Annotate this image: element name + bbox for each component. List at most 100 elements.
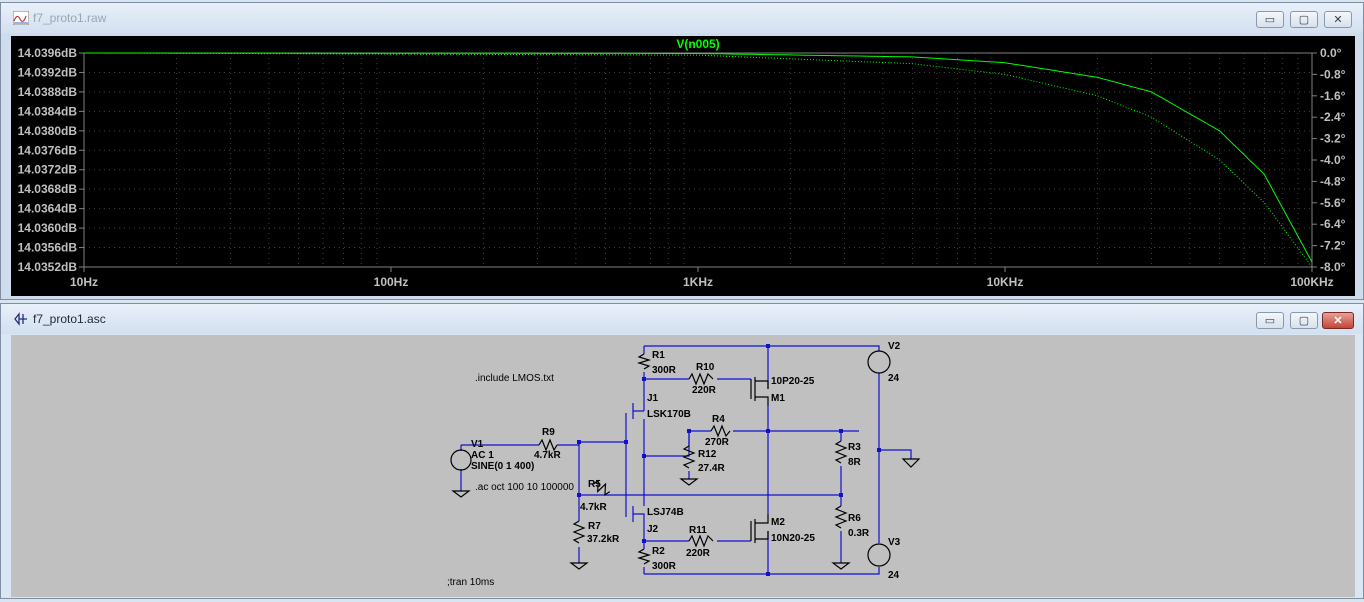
plot-area[interactable]: 14.0396dB 14.0392dB 14.0388dB 14.0384dB 14.0… bbox=[11, 36, 1355, 296]
directive-tran: ;tran 10ms bbox=[447, 577, 494, 588]
right-tick-label: -0.8° bbox=[1320, 67, 1346, 81]
bode-chart[interactable]: 14.0396dB 14.0392dB 14.0388dB 14.0384dB 14.0… bbox=[11, 36, 1355, 296]
r5-label: R5 bbox=[588, 479, 601, 490]
ground-main bbox=[901, 458, 921, 468]
v3-label: V3 bbox=[888, 537, 901, 548]
r1-symbol bbox=[636, 353, 652, 370]
ground-v1 bbox=[451, 490, 471, 498]
m1-model: 10P20-25 bbox=[771, 376, 815, 387]
j1-label: J1 bbox=[647, 393, 659, 404]
r12-label: R12 bbox=[698, 449, 717, 460]
r4-value: 270R bbox=[705, 437, 730, 448]
waveform-icon bbox=[13, 11, 29, 25]
r3-label: R3 bbox=[848, 442, 861, 453]
right-axis: 0.0°-0.8°-1.6°-2.4°-3.2°-4.0°-4.8°-5.6°-… bbox=[1312, 46, 1346, 274]
schematic-maximize-button[interactable]: ▢ bbox=[1290, 312, 1318, 329]
r10-symbol bbox=[688, 372, 714, 386]
left-tick-label: 14.0384dB bbox=[18, 104, 78, 118]
left-tick-label: 14.0376dB bbox=[18, 143, 78, 157]
right-tick-label: -7.2° bbox=[1320, 239, 1346, 253]
left-tick-label: 14.0368dB bbox=[18, 182, 78, 196]
plot-maximize-button[interactable]: ▢ bbox=[1290, 11, 1318, 28]
wire-v1 bbox=[460, 441, 626, 491]
left-tick-label: 14.0356dB bbox=[18, 241, 78, 255]
r6-label: R6 bbox=[848, 513, 861, 524]
r2-symbol bbox=[636, 548, 652, 565]
schematic-minimize-button[interactable]: ▭ bbox=[1256, 312, 1284, 329]
left-axis: 14.0396dB 14.0392dB 14.0388dB 14.0384dB 14.0… bbox=[18, 46, 84, 274]
left-tick-label: 14.0396dB bbox=[18, 46, 78, 60]
left-tick-label: 14.0392dB bbox=[18, 65, 78, 79]
r9-label: R9 bbox=[542, 427, 555, 438]
right-tick-label: -1.6° bbox=[1320, 89, 1346, 103]
left-tick-label: 14.0360dB bbox=[18, 221, 78, 235]
wire-rail bbox=[644, 345, 880, 575]
directive-include: .include LMOS.txt bbox=[475, 373, 554, 384]
left-tick-label: 14.0372dB bbox=[18, 163, 78, 177]
r9-symbol bbox=[538, 438, 558, 452]
r10-label: R10 bbox=[696, 362, 715, 373]
r12-symbol bbox=[682, 445, 696, 469]
v3-symbol bbox=[867, 543, 891, 567]
v2-symbol bbox=[867, 350, 891, 374]
x-tick-label: 10Hz bbox=[70, 275, 98, 289]
schematic-close-button[interactable]: ✕ bbox=[1322, 312, 1354, 329]
v1-ac-label: AC 1 bbox=[471, 450, 494, 461]
x-tick-label: 100KHz bbox=[1290, 275, 1333, 289]
right-tick-label: -5.6° bbox=[1320, 196, 1346, 210]
r7-value: 37.2kR bbox=[587, 534, 620, 545]
v1-label: V1 bbox=[471, 439, 484, 450]
r5-value: 4.7kR bbox=[580, 502, 607, 513]
plot-minimize-button[interactable]: ▭ bbox=[1256, 11, 1284, 28]
maximize-icon: ▢ bbox=[1298, 315, 1310, 327]
r3-value: 8R bbox=[848, 457, 862, 468]
components bbox=[450, 350, 921, 570]
wire-j2 bbox=[632, 506, 751, 574]
schematic-icon bbox=[14, 312, 27, 326]
m1-label: M1 bbox=[771, 393, 785, 404]
ground-r7 bbox=[569, 562, 589, 570]
r9-value: 4.7kR bbox=[534, 450, 561, 461]
r11-value: 220R bbox=[686, 548, 711, 559]
r2-value: 300R bbox=[652, 561, 677, 572]
m2-label: M2 bbox=[771, 517, 785, 528]
v1-sine-label: SINE(0 1 400) bbox=[471, 461, 534, 472]
r4-label: R4 bbox=[712, 414, 725, 425]
schematic-labels: .include LMOS.txt .ac oct 100 10 100000 … bbox=[447, 341, 901, 588]
x-tick-label: 10KHz bbox=[987, 275, 1024, 289]
right-tick-label: -8.0° bbox=[1320, 260, 1346, 274]
schematic-canvas[interactable]: .include LMOS.txt .ac oct 100 10 100000 … bbox=[11, 335, 1355, 597]
directive-ac: .ac oct 100 10 100000 bbox=[475, 482, 574, 493]
wire-gnd bbox=[643, 373, 912, 543]
schematic-window-titlebar[interactable]: f7_proto1.asc ▭ ▢ ✕ bbox=[1, 304, 1363, 334]
r6-symbol bbox=[834, 505, 848, 529]
j1-model: LSK170B bbox=[647, 409, 691, 420]
plot-window-titlebar[interactable]: f7_proto1.raw ▭ ▢ ✕ bbox=[1, 3, 1363, 33]
chart-title[interactable]: V(n005) bbox=[676, 37, 719, 51]
r7-label: R7 bbox=[588, 521, 601, 532]
right-tick-label: -3.2° bbox=[1320, 132, 1346, 146]
ground-r6 bbox=[831, 562, 851, 570]
right-tick-label: 0.0° bbox=[1320, 46, 1342, 60]
m2-symbol bbox=[750, 514, 769, 543]
m2-model: 10N20-25 bbox=[771, 533, 815, 544]
ground-r12 bbox=[679, 478, 699, 486]
maximize-icon: ▢ bbox=[1298, 14, 1310, 26]
x-tick-label: 100Hz bbox=[374, 275, 409, 289]
schematic-drawing[interactable]: .include LMOS.txt .ac oct 100 10 100000 … bbox=[11, 335, 1355, 597]
junctions bbox=[577, 344, 881, 576]
right-tick-label: -4.0° bbox=[1320, 153, 1346, 167]
schematic-window: f7_proto1.asc ▭ ▢ ✕ bbox=[0, 303, 1364, 599]
r11-symbol bbox=[688, 534, 714, 548]
r11-label: R11 bbox=[689, 525, 707, 536]
plot-close-button[interactable]: ✕ bbox=[1324, 11, 1352, 28]
close-icon: ✕ bbox=[1333, 315, 1343, 327]
left-tick-label: 14.0352dB bbox=[18, 260, 78, 274]
left-tick-label: 14.0388dB bbox=[18, 85, 78, 99]
minimize-icon: ▭ bbox=[1264, 315, 1276, 327]
chart-grid bbox=[84, 52, 1312, 268]
r2-label: R2 bbox=[652, 546, 665, 557]
right-tick-label: -6.4° bbox=[1320, 217, 1346, 231]
v2-value: 24 bbox=[888, 373, 900, 384]
